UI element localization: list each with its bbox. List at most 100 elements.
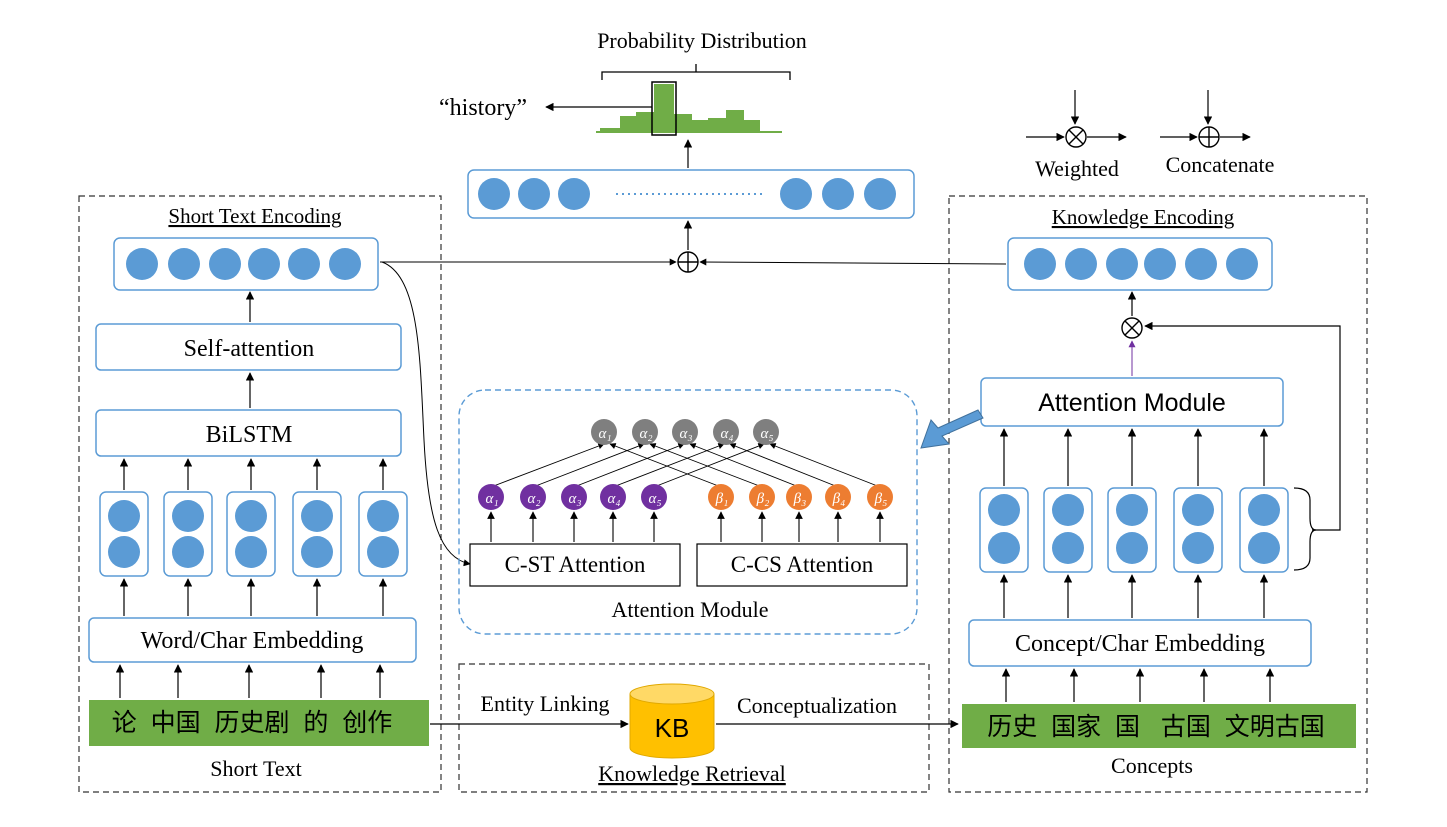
ccs-attention-box	[696, 543, 908, 587]
vector-node	[478, 178, 510, 210]
histogram-bar	[620, 116, 636, 132]
knowledge-to-attention-arrow-icon	[920, 409, 984, 449]
short-text-panel	[78, 195, 442, 793]
weighted-operator-icon	[1065, 126, 1087, 148]
alpha-label: α₁	[485, 491, 498, 507]
alpha-label: α₂	[527, 491, 540, 507]
self-attention-label: Self-attention	[184, 336, 315, 362]
concept-columns	[979, 428, 1317, 618]
selected-bar-highlight	[651, 81, 677, 136]
short-text-input: 论 中国 历史剧 的 创作	[112, 709, 393, 737]
vector-node	[1185, 248, 1217, 280]
weighted-operator-icon	[1121, 317, 1143, 339]
vector-node	[288, 248, 320, 280]
input-arrows	[115, 664, 385, 698]
short-text-caption: Short Text	[210, 756, 302, 781]
word-columns	[99, 458, 408, 616]
vector-node	[780, 178, 812, 210]
bilstm-box	[95, 409, 402, 457]
vector-node	[329, 248, 361, 280]
entity-linking-label: Entity Linking	[481, 691, 610, 716]
output-word: “history”	[439, 95, 527, 121]
conceptualization-label: Conceptualization	[737, 693, 897, 718]
vector-node	[558, 178, 590, 210]
histogram-bar	[674, 114, 692, 132]
vector-node	[822, 178, 854, 210]
alpha-output-label: α₄	[720, 426, 733, 442]
legend-concatenate: Concatenate	[1160, 90, 1274, 177]
knowledge-encoding-title: Knowledge Encoding	[1052, 205, 1235, 229]
probability-distribution-title: Probability Distribution	[597, 28, 807, 53]
concept-columns-brace	[1293, 487, 1317, 571]
vector-node	[1065, 248, 1097, 280]
alpha-output-label: α₂	[639, 426, 652, 442]
legend-weighted: Weighted	[1026, 90, 1127, 181]
concepts-input: 历史 国家 国 古国 文明古国	[987, 713, 1325, 741]
histogram-bar	[744, 120, 760, 132]
vector-node	[518, 178, 550, 210]
self-attention-box	[95, 323, 402, 371]
vector-node	[1226, 248, 1258, 280]
ccs-attention-label: C-CS Attention	[731, 552, 874, 577]
vector-node	[248, 248, 280, 280]
vector-node	[1106, 248, 1138, 280]
attention-connections	[490, 443, 881, 488]
beta-nodes: β₁ β₂ β₃ β₄ β₅	[708, 484, 893, 510]
cst-attention-box	[469, 543, 681, 587]
cst-attention-label: C-ST Attention	[505, 552, 646, 577]
concepts-input-bar	[962, 704, 1356, 748]
vector-node	[126, 248, 158, 280]
concatenate-legend-icon	[1198, 126, 1220, 148]
concept-char-embedding-box	[968, 619, 1312, 667]
beta-label: β₄	[832, 491, 846, 507]
histogram-bar	[636, 112, 654, 132]
knowledge-retrieval-panel	[458, 663, 930, 793]
bilstm-label: BiLSTM	[206, 422, 293, 448]
knowledge-base-icon	[629, 683, 715, 759]
histogram-bar	[600, 128, 620, 132]
vector-node	[1144, 248, 1176, 280]
short-text-input-bar	[89, 700, 429, 746]
word-char-embedding-box	[88, 617, 417, 663]
beta-label: β₃	[793, 491, 807, 507]
short-text-encoding-title: Short Text Encoding	[168, 204, 342, 228]
legend-weighted-label: Weighted	[1035, 156, 1119, 181]
short-text-to-cst-arrow	[381, 261, 471, 567]
alpha-output-label: α₁	[598, 426, 611, 442]
legend-concatenate-label: Concatenate	[1166, 152, 1275, 177]
knowledge-to-concat-arrow	[699, 258, 1007, 266]
knowledge-attention-module-box	[980, 377, 1284, 427]
histogram-bar	[726, 110, 744, 132]
concept-char-embedding-label: Concept/Char Embedding	[1015, 631, 1265, 657]
beta-label: β₂	[756, 491, 770, 507]
concept-skip-arrow	[1144, 321, 1341, 531]
attention-input-arrows	[487, 511, 884, 542]
knowledge-panel	[948, 195, 1368, 793]
distribution-brace	[601, 64, 791, 80]
knowledge-attention-module-label: Attention Module	[1038, 389, 1226, 417]
alpha-output-label: α₅	[760, 426, 773, 442]
histogram-bar	[692, 120, 708, 132]
kb-label: KB	[655, 713, 690, 743]
concepts-caption: Concepts	[1111, 753, 1193, 778]
vector-node	[864, 178, 896, 210]
alpha-label: α₅	[648, 491, 661, 507]
distribution-histogram	[596, 81, 782, 136]
alpha-output-label: α₃	[679, 426, 692, 442]
attention-module-panel	[458, 389, 918, 635]
word-char-embedding-label: Word/Char Embedding	[141, 628, 364, 654]
alpha-output-nodes: α₁ α₂ α₃ α₄ α₅	[591, 419, 779, 445]
concatenate-operator-icon	[677, 251, 699, 273]
histogram-bar	[708, 118, 726, 132]
alpha-label: α₃	[568, 491, 581, 507]
vector-node	[209, 248, 241, 280]
concept-input-arrows	[1001, 668, 1275, 702]
knowledge-retrieval-caption: Knowledge Retrieval	[598, 761, 786, 786]
vector-node	[168, 248, 200, 280]
beta-label: β₅	[874, 491, 888, 507]
histogram-bar-selected	[654, 84, 674, 132]
alpha-nodes: α₁ α₂ α₃ α₄ α₅	[478, 484, 667, 510]
beta-label: β₁	[715, 491, 729, 507]
alpha-label: α₄	[607, 491, 620, 507]
